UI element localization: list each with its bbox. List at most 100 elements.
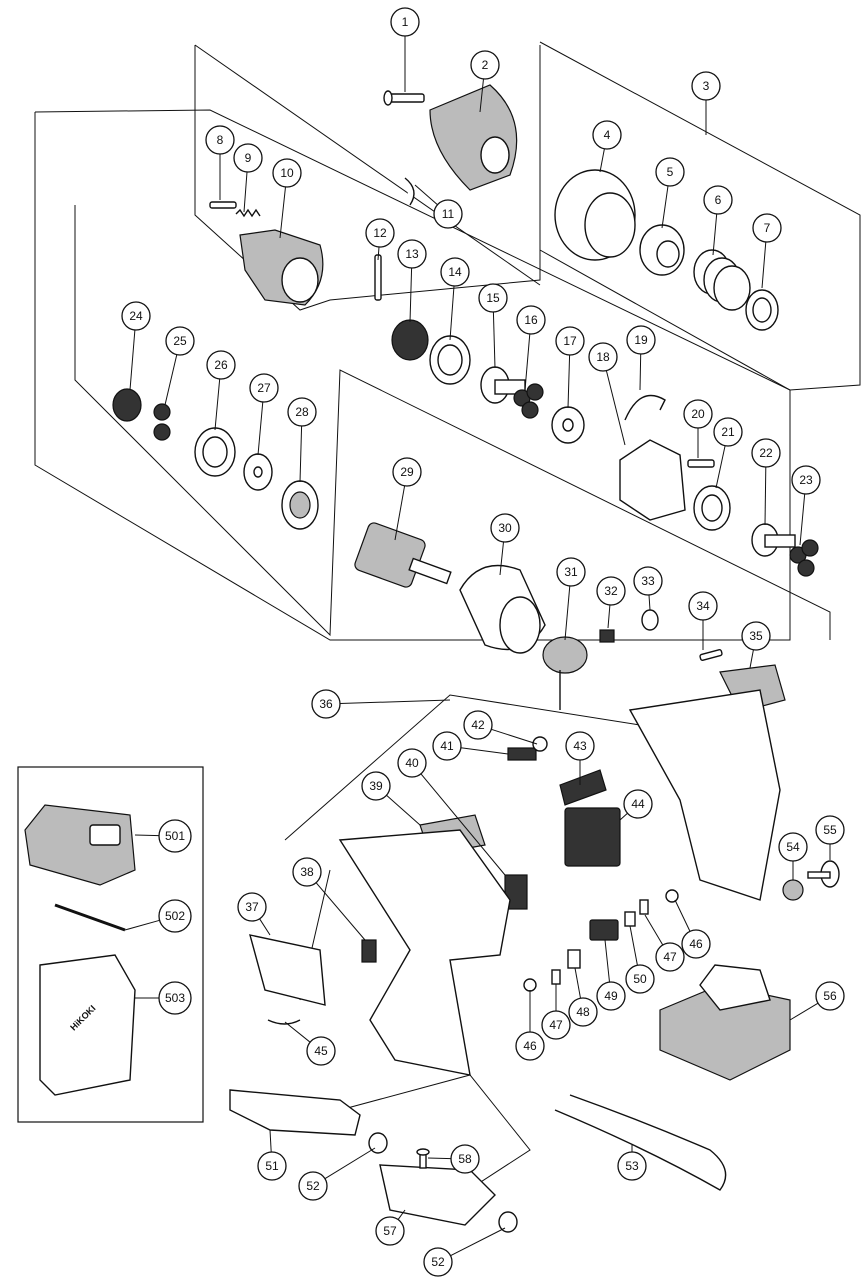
callout-number: 35 [749, 629, 763, 643]
callout-2: 2 [470, 50, 500, 80]
callout-47: 47 [655, 942, 685, 972]
callout-circle [158, 819, 192, 853]
callout-number: 8 [217, 133, 224, 147]
callout-3: 3 [691, 71, 721, 101]
callout-19: 19 [626, 325, 656, 355]
callout-502: 502 [158, 899, 192, 933]
callout-49: 49 [596, 981, 626, 1011]
callout-34: 34 [688, 591, 718, 621]
callout-32: 32 [596, 576, 626, 606]
part-brush-32 [599, 629, 615, 643]
callout-circle [397, 239, 427, 269]
callout-52: 52 [423, 1247, 453, 1277]
callout-39: 39 [361, 771, 391, 801]
callout-number: 30 [498, 521, 512, 535]
callout-circle [555, 326, 585, 356]
part-terminal-50 [624, 911, 636, 927]
part-screw-46-lower [523, 978, 537, 992]
part-screw-58 [416, 1148, 430, 1169]
leader-line-29 [394, 485, 406, 541]
part-hook-57 [379, 1164, 496, 1226]
part-spring-45 [267, 1019, 301, 1025]
leader-line-58 [427, 1157, 452, 1160]
callout-circle [490, 513, 520, 543]
callout-8: 8 [205, 125, 235, 155]
leader-line-10 [279, 186, 286, 239]
callout-circle [778, 832, 808, 862]
part-nut-5 [639, 224, 685, 276]
callout-28: 28 [287, 397, 317, 427]
assembly-frame-chuck-sleeve [539, 41, 861, 391]
leader-line-36 [339, 699, 451, 704]
callout-number: 25 [173, 334, 187, 348]
callout-circle [681, 929, 711, 959]
assembly-frame-planetary [34, 109, 791, 641]
part-terminal-47-right [639, 899, 649, 915]
callout-number: 28 [295, 405, 309, 419]
leader-line-18 [605, 370, 626, 446]
leader-line-16 [524, 333, 531, 391]
leader-line-11 [414, 184, 438, 206]
callout-circle [691, 71, 721, 101]
part-strap-53 [554, 1094, 727, 1191]
callout-number: 45 [314, 1044, 328, 1058]
part-keyless-chuck-2 [429, 84, 518, 191]
callout-5: 5 [655, 157, 685, 187]
callout-circle [397, 748, 427, 778]
part-gear-case-18 [619, 439, 686, 521]
callout-circle [516, 305, 546, 335]
part-clip-11 [404, 177, 415, 206]
callout-10: 10 [272, 158, 302, 188]
leader-line-47 [644, 914, 664, 946]
part-switch-44 [564, 807, 621, 867]
part-washer-17 [551, 406, 585, 444]
part-nut-52-upper [368, 1132, 388, 1154]
callout-circle [625, 964, 655, 994]
leader-line-26 [214, 378, 221, 431]
part-case-503: HiKOKI [39, 954, 136, 1096]
leader-line-21 [715, 445, 726, 489]
callout-circle [683, 399, 713, 429]
callout-number: 18 [596, 350, 610, 364]
leader-line-42 [491, 728, 538, 745]
callout-number: 14 [448, 265, 462, 279]
callout-circle [463, 710, 493, 740]
part-spring-9 [235, 208, 261, 218]
part-label-41 [507, 747, 537, 761]
callout-number: 51 [265, 1159, 279, 1173]
callout-circle [121, 301, 151, 331]
callout-circle [206, 350, 236, 380]
leader-line-44 [619, 812, 628, 821]
callout-number: 44 [631, 797, 645, 811]
part-ring-gear-14 [429, 335, 471, 385]
callout-26: 26 [206, 350, 236, 380]
callout-number: 47 [549, 1018, 563, 1032]
callout-circle [233, 143, 263, 173]
callout-number: 54 [786, 840, 800, 854]
part-screw-34 [699, 649, 723, 661]
part-planet-gears-23 [789, 539, 819, 577]
callout-circle [165, 326, 195, 356]
callout-number: 37 [245, 900, 259, 914]
callout-circle [205, 125, 235, 155]
callout-40: 40 [397, 748, 427, 778]
callout-number: 26 [214, 358, 228, 372]
callout-circle [541, 1010, 571, 1040]
part-pin-12 [374, 254, 382, 301]
part-brush-holder-31 [542, 636, 588, 710]
callout-circle [375, 1216, 405, 1246]
callout-circle [752, 213, 782, 243]
part-sleeve-4 [554, 169, 636, 261]
callout-number: 42 [471, 718, 485, 732]
callout-number: 24 [129, 309, 143, 323]
callout-55: 55 [815, 815, 845, 845]
callout-45: 45 [306, 1036, 336, 1066]
part-washer-7 [745, 289, 779, 331]
callout-circle [272, 158, 302, 188]
leader-line-7 [761, 241, 767, 289]
callout-circle [623, 789, 653, 819]
callout-circle [592, 120, 622, 150]
callout-46: 46 [681, 929, 711, 959]
callout-number: 49 [604, 989, 618, 1003]
part-name-plate-37 [249, 934, 326, 1006]
